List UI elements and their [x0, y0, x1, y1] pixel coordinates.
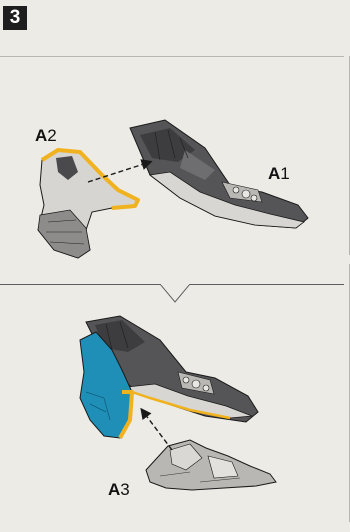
label-a3: A3	[108, 480, 130, 500]
assembled-a1-a2-illustration	[80, 316, 258, 438]
assembly-arrow-a3-to-a1	[142, 410, 172, 450]
part-a3-illustration	[146, 440, 276, 490]
